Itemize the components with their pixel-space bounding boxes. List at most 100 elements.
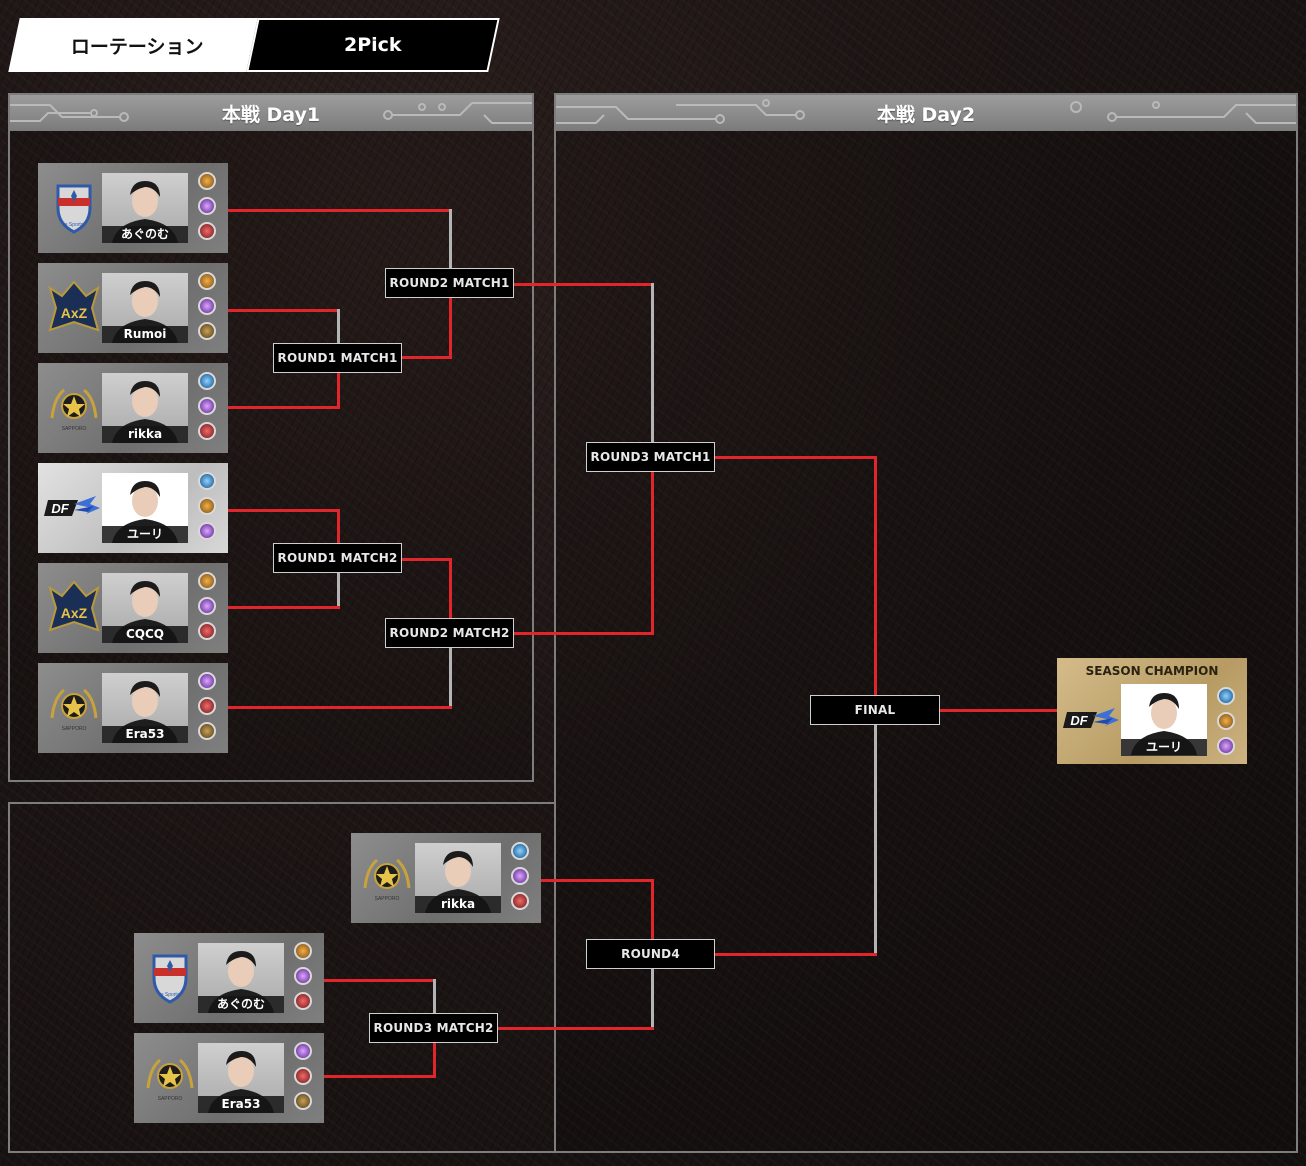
season-champion-card[interactable]: SEASON CHAMPION ユーリ xyxy=(1057,658,1247,764)
deck-class-icon xyxy=(198,722,216,740)
sapporo-star-logo xyxy=(357,848,417,908)
deck-icons xyxy=(294,942,314,1017)
player-name: Era53 xyxy=(102,726,188,743)
tab-2pick[interactable]: 2Pick xyxy=(246,18,500,72)
player-photo: ユーリ xyxy=(102,473,188,543)
line-r3m2-top xyxy=(433,979,436,1013)
df-logo xyxy=(44,478,104,538)
line-r2m2-bottom xyxy=(449,648,452,709)
deck-class-icon xyxy=(198,597,216,615)
tab-2pick-label: 2Pick xyxy=(344,34,402,56)
player-photo: Era53 xyxy=(198,1043,284,1113)
match-label: ROUND3 MATCH1 xyxy=(590,450,711,464)
deck-icons xyxy=(198,272,218,347)
deck-class-icon xyxy=(198,572,216,590)
player-card-cqcq[interactable]: CQCQ xyxy=(38,563,228,653)
match-round4[interactable]: ROUND4 xyxy=(586,939,715,969)
deck-icons xyxy=(1217,687,1237,762)
player-name: rikka xyxy=(102,426,188,443)
marinos-esports-logo xyxy=(44,178,104,238)
deck-icons xyxy=(198,372,218,447)
champion-title: SEASON CHAMPION xyxy=(1085,664,1219,678)
line-aguno-r2m1 xyxy=(228,209,452,212)
day1-title: 本戦 Day1 xyxy=(221,103,321,126)
line-final-bottom xyxy=(874,724,877,956)
player-name: ユーリ xyxy=(102,526,188,543)
tab-rotation[interactable]: ローテーション xyxy=(8,18,266,72)
player-photo: ユーリ xyxy=(1121,684,1207,756)
line-r3m1-bottom xyxy=(651,471,654,635)
deck-class-icon xyxy=(294,1067,312,1085)
marinos-esports-logo xyxy=(140,948,200,1008)
line-r2m1-top xyxy=(449,209,452,268)
deck-class-icon xyxy=(294,1092,312,1110)
match-round2-match2[interactable]: ROUND2 MATCH2 xyxy=(385,618,514,648)
match-round3-match2[interactable]: ROUND3 MATCH2 xyxy=(369,1013,498,1043)
player-card-era53[interactable]: Era53 xyxy=(38,663,228,753)
deck-class-icon xyxy=(1217,737,1235,755)
player-photo: Era53 xyxy=(102,673,188,743)
line-r3m1-final xyxy=(715,456,877,459)
df-logo xyxy=(1063,690,1123,750)
player-card-era53-lower[interactable]: Era53 xyxy=(134,1033,324,1123)
circuit-decoration-icon xyxy=(556,99,805,124)
match-label: ROUND2 MATCH1 xyxy=(389,276,510,290)
line-r1m2-r2m2 xyxy=(402,558,452,561)
lower-bracket-border-top xyxy=(8,802,556,804)
line-r1m2-bottom xyxy=(337,573,340,609)
line-r2m2-top xyxy=(449,558,452,618)
deck-class-icon xyxy=(1217,712,1235,730)
day2-panel: 本戦 Day2 xyxy=(554,93,1298,1153)
player-card-rikka-lower[interactable]: rikka xyxy=(351,833,541,923)
player-card-rikka[interactable]: rikka xyxy=(38,363,228,453)
player-name: CQCQ xyxy=(102,626,188,643)
line-r3m2-r4 xyxy=(498,1027,654,1030)
player-photo: あぐのむ xyxy=(198,943,284,1013)
line-r2m2-r3m1 xyxy=(514,632,654,635)
match-round2-match1[interactable]: ROUND2 MATCH1 xyxy=(385,268,514,298)
player-name: Rumoi xyxy=(102,326,188,343)
player-card-aguno-lower[interactable]: あぐのむ xyxy=(134,933,324,1023)
deck-class-icon xyxy=(198,672,216,690)
match-final[interactable]: FINAL xyxy=(810,695,940,725)
deck-icons xyxy=(294,1042,314,1117)
deck-class-icon xyxy=(198,522,216,540)
player-photo: あぐのむ xyxy=(102,173,188,243)
axiz-logo xyxy=(44,578,104,638)
deck-class-icon xyxy=(294,1042,312,1060)
deck-class-icon xyxy=(294,942,312,960)
circuit-decoration-icon xyxy=(10,104,129,122)
deck-class-icon xyxy=(198,397,216,415)
match-round1-match1[interactable]: ROUND1 MATCH1 xyxy=(273,343,402,373)
deck-class-icon xyxy=(198,172,216,190)
match-round3-match1[interactable]: ROUND3 MATCH1 xyxy=(586,442,715,472)
line-r3m1-top xyxy=(651,283,654,442)
line-rumoi-r1m1 xyxy=(228,309,340,312)
deck-class-icon xyxy=(198,222,216,240)
sapporo-star-logo xyxy=(140,1048,200,1108)
circuit-decoration-icon xyxy=(383,102,532,124)
match-label: ROUND2 MATCH2 xyxy=(389,626,510,640)
line-cqcq-r1m2 xyxy=(228,606,340,609)
player-photo: Rumoi xyxy=(102,273,188,343)
deck-class-icon xyxy=(198,272,216,290)
player-photo: rikka xyxy=(415,843,501,913)
lower-bracket-border-bottom xyxy=(8,1151,556,1153)
deck-class-icon xyxy=(198,497,216,515)
player-card-yuri[interactable]: ユーリ xyxy=(38,463,228,553)
player-name: あぐのむ xyxy=(198,996,284,1013)
match-label: ROUND4 xyxy=(621,947,680,961)
line-r3m2-bottom xyxy=(433,1042,436,1078)
deck-class-icon xyxy=(198,622,216,640)
player-card-rumoi[interactable]: Rumoi xyxy=(38,263,228,353)
deck-class-icon xyxy=(198,472,216,490)
player-card-aguno[interactable]: あぐのむ xyxy=(38,163,228,253)
day2-title: 本戦 Day2 xyxy=(876,103,976,126)
line-final-top xyxy=(874,456,877,696)
deck-class-icon xyxy=(198,697,216,715)
match-round1-match2[interactable]: ROUND1 MATCH2 xyxy=(273,543,402,573)
player-photo: rikka xyxy=(102,373,188,443)
line-r4-final xyxy=(715,953,877,956)
player-name: rikka xyxy=(415,896,501,913)
deck-icons xyxy=(198,572,218,647)
